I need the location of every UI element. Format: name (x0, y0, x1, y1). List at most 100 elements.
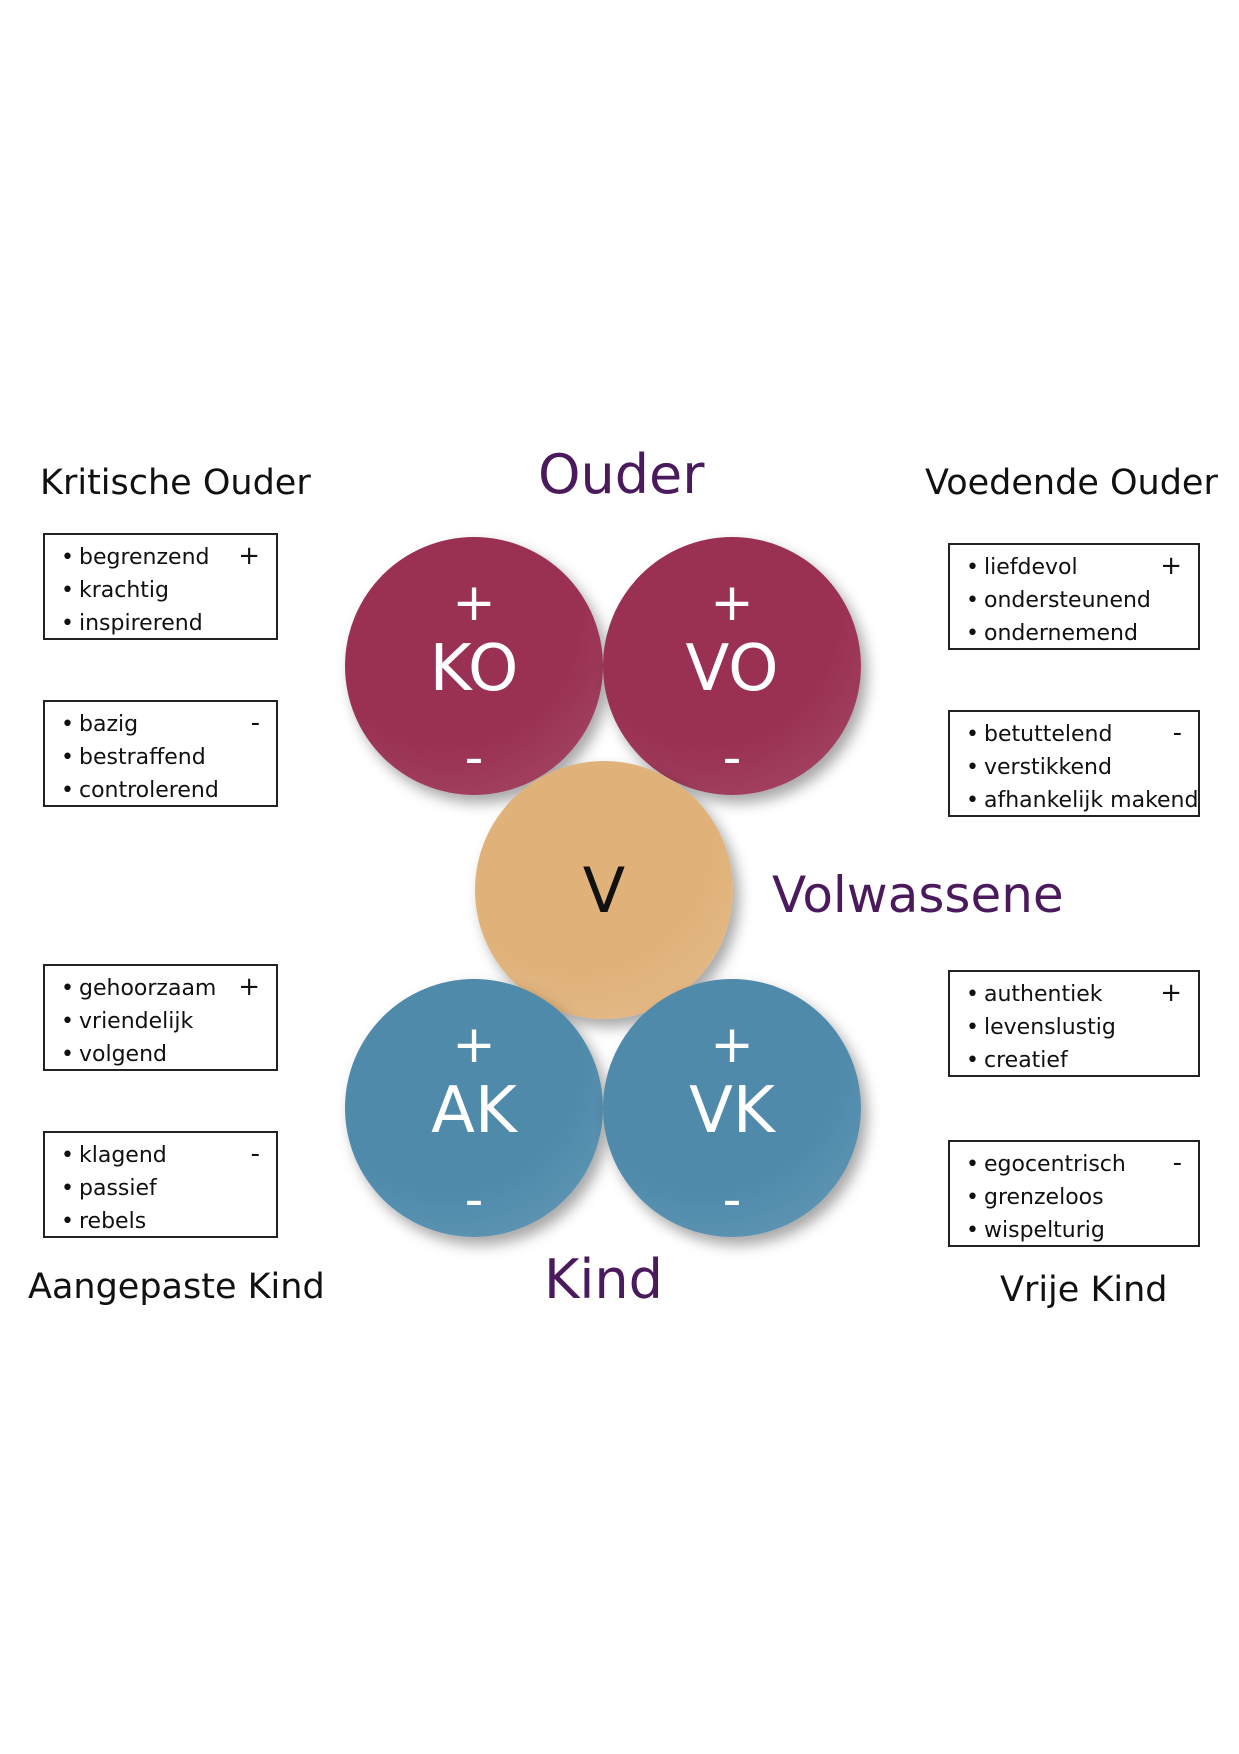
bullet-icon: • (61, 976, 74, 1001)
trait-item: •egocentrisch (966, 1148, 1198, 1181)
ak-circle: + AK - (345, 979, 603, 1237)
trait-item: •passief (61, 1172, 276, 1205)
minus-sign: - (250, 708, 260, 738)
minus-sign: - (250, 1139, 260, 1169)
bullet-icon: • (966, 982, 979, 1007)
plus-sign: + (1160, 978, 1182, 1008)
trait-item: •gehoorzaam (61, 972, 276, 1005)
trait-list: •gehoorzaam•vriendelijk•volgend (61, 972, 276, 1071)
trait-list: •authentiek•levenslustig•creatief (966, 978, 1198, 1077)
ko-negative-box: •bazig•bestraffend•controlerend- (43, 700, 278, 807)
vk-code-label: VK (689, 1074, 775, 1149)
nurturing-parent-title: Voedende Ouder (925, 463, 1218, 503)
ko-positive-box: •begrenzend•krachtig•inspirerend+ (43, 533, 278, 640)
bullet-icon: • (61, 778, 74, 803)
trait-label: klagend (79, 1143, 167, 1168)
trait-label: inspirerend (79, 611, 203, 636)
vo-circle: + VO - (603, 537, 861, 795)
bullet-icon: • (966, 621, 979, 646)
trait-label: controlerend (79, 778, 219, 803)
bullet-icon: • (61, 1209, 74, 1234)
minus-sign: - (1172, 718, 1182, 748)
parent-title: Ouder (538, 443, 705, 506)
ak-positive-box: •gehoorzaam•vriendelijk•volgend+ (43, 964, 278, 1071)
trait-item: •ondersteunend (966, 584, 1198, 617)
free-child-title: Vrije Kind (1000, 1270, 1168, 1310)
ak-minus-sign: - (464, 1169, 484, 1230)
trait-item: •verstikkend (966, 751, 1198, 784)
trait-label: gehoorzaam (79, 976, 217, 1001)
trait-list: •liefdevol•ondersteunend•ondernemend (966, 551, 1198, 650)
plus-sign: + (238, 541, 260, 571)
trait-list: •betuttelend•verstikkend•afhankelijk mak… (966, 718, 1198, 817)
bullet-icon: • (966, 755, 979, 780)
trait-item: •inspirerend (61, 607, 276, 640)
trait-label: begrenzend (79, 545, 210, 570)
bullet-icon: • (966, 1048, 979, 1073)
trait-label: ondernemend (984, 621, 1138, 646)
vo-negative-box: •betuttelend•verstikkend•afhankelijk mak… (948, 710, 1200, 817)
trait-list: •begrenzend•krachtig•inspirerend (61, 541, 276, 640)
ak-plus-sign: + (452, 1015, 496, 1076)
trait-label: authentiek (984, 982, 1103, 1007)
trait-list: •klagend•passief•rebels (61, 1139, 276, 1238)
trait-label: wispelturig (984, 1218, 1105, 1243)
vo-plus-sign: + (710, 573, 754, 634)
ko-minus-sign: - (464, 727, 484, 788)
child-title: Kind (544, 1248, 663, 1311)
vk-positive-box: •authentiek•levenslustig•creatief+ (948, 970, 1200, 1077)
trait-label: verstikkend (984, 755, 1112, 780)
trait-item: •ondernemend (966, 617, 1198, 650)
vo-minus-sign: - (722, 727, 742, 788)
plus-sign: + (1160, 551, 1182, 581)
bullet-icon: • (61, 1176, 74, 1201)
v-circle: V (475, 761, 733, 1019)
bullet-icon: • (966, 788, 979, 813)
bullet-icon: • (61, 578, 74, 603)
trait-label: vriendelijk (79, 1009, 194, 1034)
bullet-icon: • (61, 611, 74, 636)
adult-title: Volwassene (772, 866, 1064, 924)
trait-label: rebels (79, 1209, 147, 1234)
adapted-child-title: Aangepaste Kind (28, 1267, 325, 1307)
trait-list: •egocentrisch•grenzeloos•wispelturig (966, 1148, 1198, 1247)
bullet-icon: • (966, 1218, 979, 1243)
bullet-icon: • (61, 745, 74, 770)
trait-item: •levenslustig (966, 1011, 1198, 1044)
trait-label: egocentrisch (984, 1152, 1126, 1177)
bullet-icon: • (61, 545, 74, 570)
bullet-icon: • (61, 712, 74, 737)
bullet-icon: • (61, 1143, 74, 1168)
trait-label: creatief (984, 1048, 1068, 1073)
trait-item: •authentiek (966, 978, 1198, 1011)
trait-item: •betuttelend (966, 718, 1198, 751)
trait-item: •rebels (61, 1205, 276, 1238)
critical-parent-title: Kritische Ouder (40, 463, 311, 503)
vk-minus-sign: - (722, 1169, 742, 1230)
trait-label: grenzeloos (984, 1185, 1104, 1210)
trait-label: bazig (79, 712, 139, 737)
trait-item: •klagend (61, 1139, 276, 1172)
bullet-icon: • (966, 722, 979, 747)
trait-label: betuttelend (984, 722, 1113, 747)
trait-label: levenslustig (984, 1015, 1116, 1040)
vo-positive-box: •liefdevol•ondersteunend•ondernemend+ (948, 543, 1200, 650)
bullet-icon: • (61, 1009, 74, 1034)
trait-item: •grenzeloos (966, 1181, 1198, 1214)
trait-label: passief (79, 1176, 157, 1201)
bullet-icon: • (966, 1152, 979, 1177)
trait-item: •begrenzend (61, 541, 276, 574)
minus-sign: - (1172, 1148, 1182, 1178)
trait-item: •bazig (61, 708, 276, 741)
trait-item: •vriendelijk (61, 1005, 276, 1038)
trait-label: afhankelijk makend (984, 788, 1199, 813)
bullet-icon: • (966, 1015, 979, 1040)
vk-negative-box: •egocentrisch•grenzeloos•wispelturig- (948, 1140, 1200, 1247)
trait-item: •controlerend (61, 774, 276, 807)
ak-code-label: AK (431, 1074, 517, 1149)
vk-circle: + VK - (603, 979, 861, 1237)
v-code-label: V (582, 853, 626, 927)
bullet-icon: • (966, 555, 979, 580)
trait-list: •bazig•bestraffend•controlerend (61, 708, 276, 807)
trait-item: •creatief (966, 1044, 1198, 1077)
